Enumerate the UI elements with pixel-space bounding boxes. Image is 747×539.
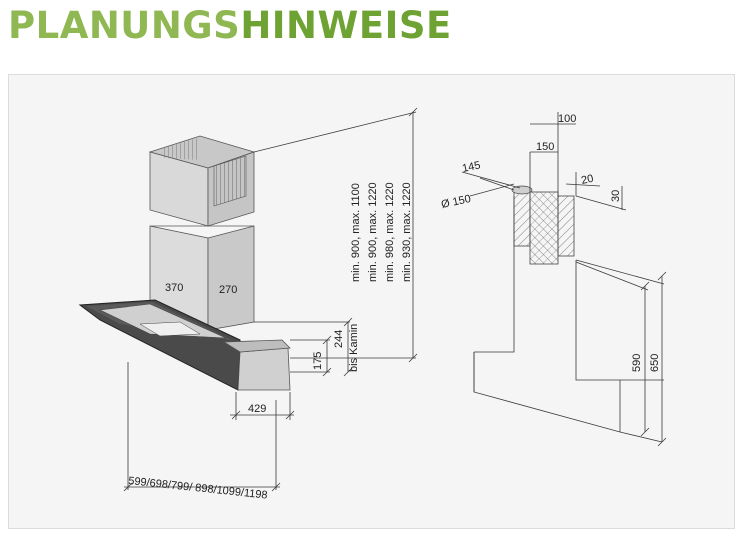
- height-range-3: min. 980, max. 1220: [384, 182, 396, 282]
- title-light: PLANUNGS: [8, 4, 241, 47]
- wall-section-left: [513, 191, 531, 247]
- dim-150: 150: [536, 141, 554, 153]
- wall-section-right: [557, 195, 575, 257]
- dim-175: 175: [312, 352, 324, 370]
- dim-370: 370: [165, 282, 183, 294]
- height-range-4: min. 930, max. 1220: [401, 182, 413, 282]
- dim-650: 650: [649, 354, 661, 372]
- dim-100: 100: [558, 113, 576, 125]
- dim-590: 590: [631, 354, 643, 372]
- title-bold: HINWEISE: [240, 4, 452, 47]
- dim-diameter-150: Ø 150: [440, 193, 472, 211]
- canopy-glass: [78, 299, 291, 391]
- height-range-2: min. 900, max. 1220: [367, 182, 379, 282]
- dim-widths: 599/698/799/ 898/1099/1198: [128, 475, 268, 502]
- dim-244: 244: [333, 330, 345, 348]
- hood-perspective-drawing: 370 270 min. 900, max. 1100 min. 900, ma…: [78, 107, 418, 502]
- dim-145: 145: [461, 159, 481, 175]
- page-title: PLANUNGSHINWEISE: [8, 4, 452, 48]
- height-range-1: min. 900, max. 1100: [350, 183, 362, 282]
- side-section-drawing: 100 150 145 20 30 Ø 150 590 650: [440, 112, 667, 447]
- upper-chimney: [148, 135, 256, 227]
- dim-20: 20: [580, 173, 594, 187]
- duct-opening: [511, 185, 533, 195]
- dim-429: 429: [248, 403, 266, 415]
- dim-bis-kamin: bis Kamin: [348, 324, 360, 372]
- dim-30: 30: [610, 190, 622, 202]
- dim-270: 270: [219, 284, 237, 296]
